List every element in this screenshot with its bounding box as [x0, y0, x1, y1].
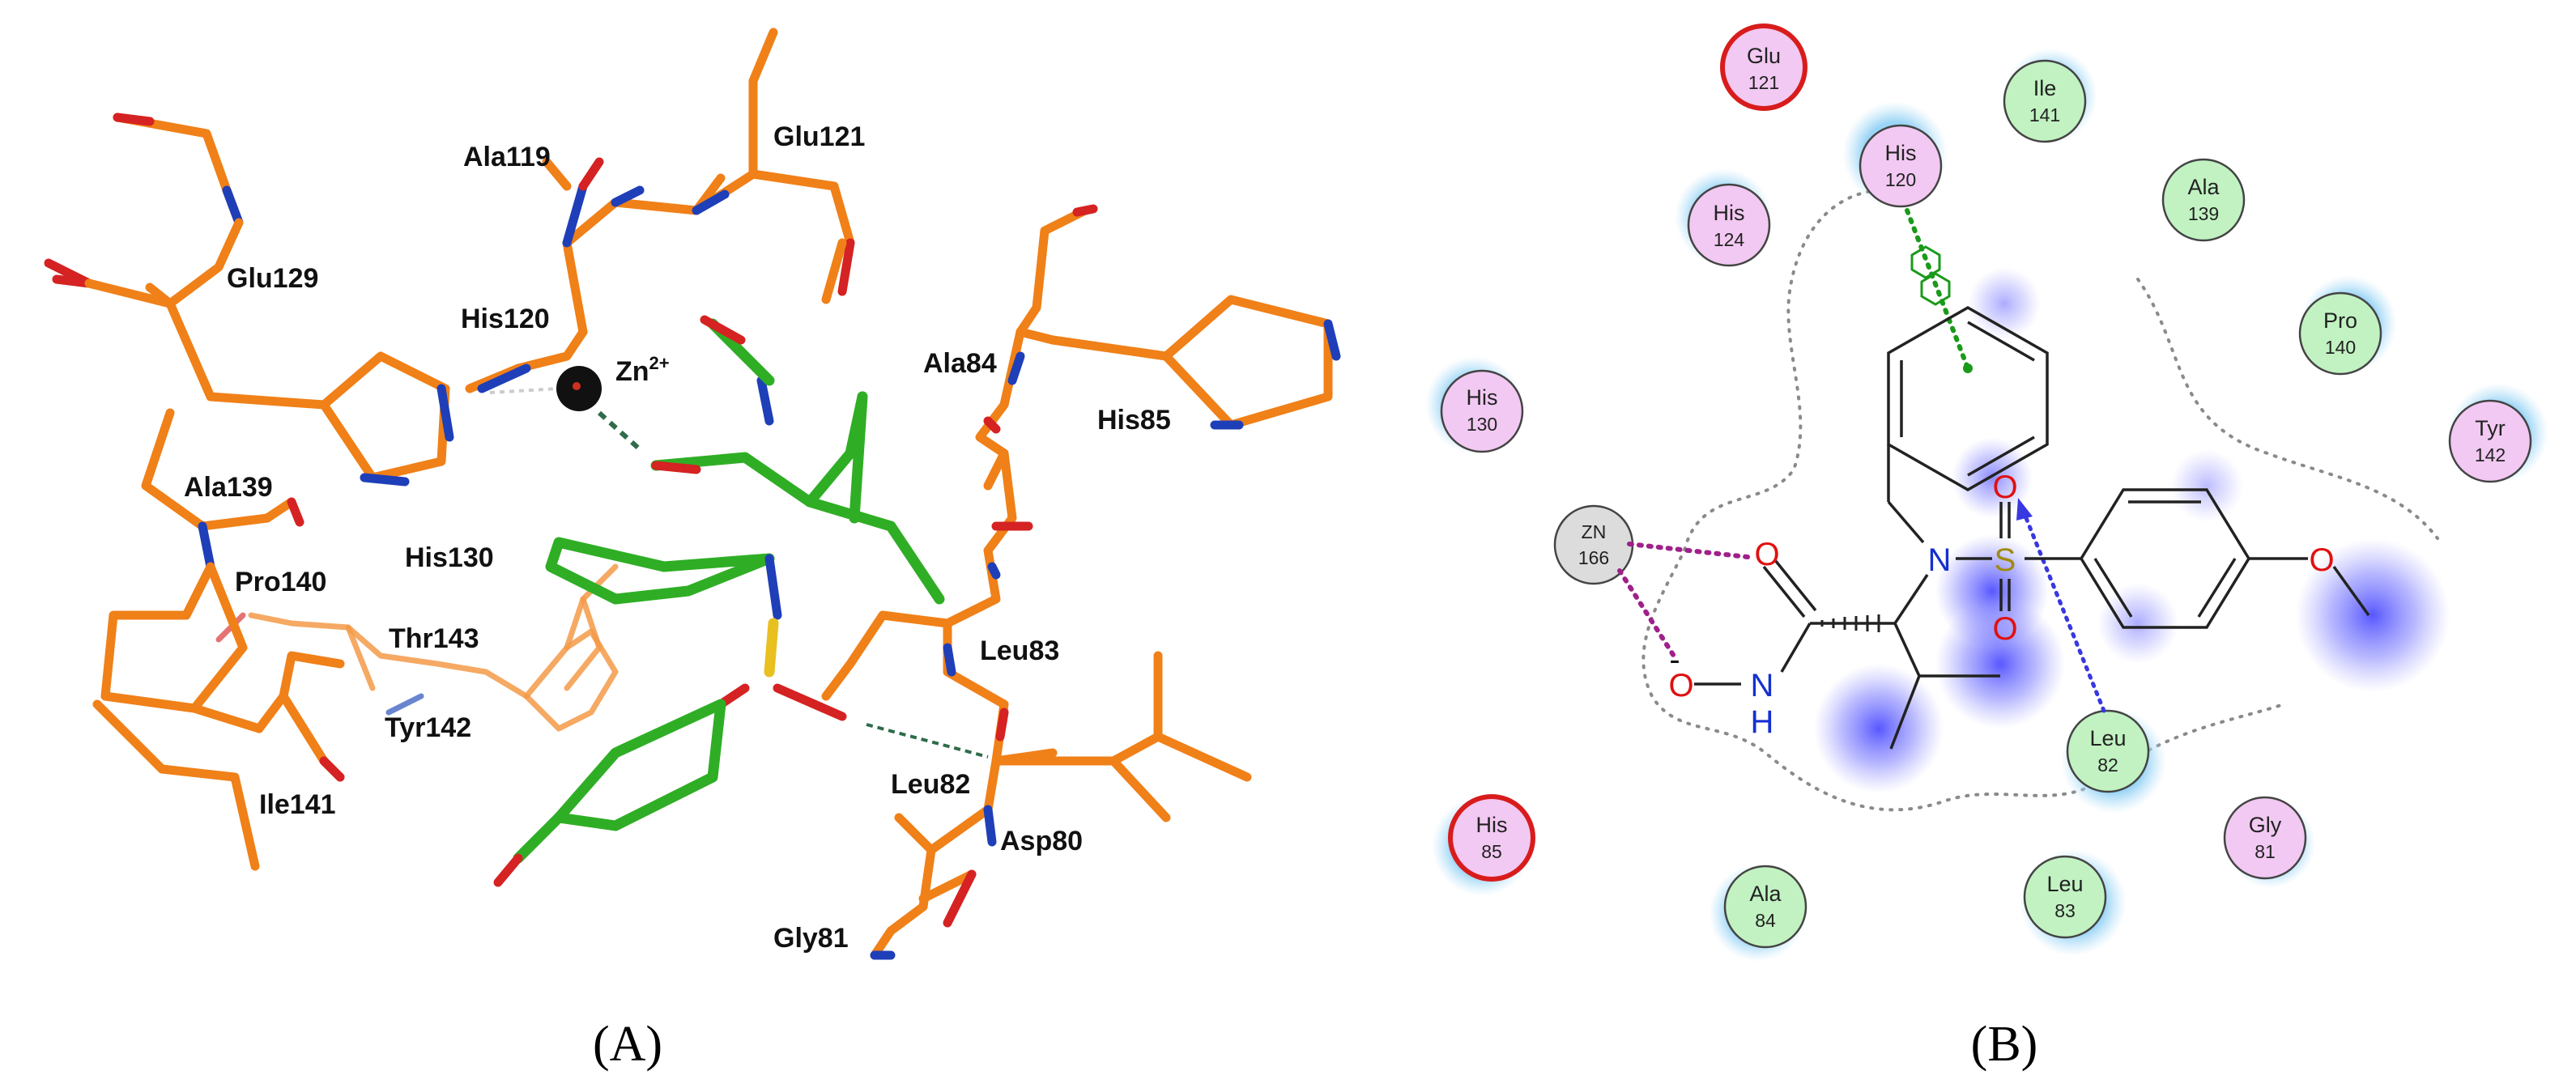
atom-o-carbonyl: O — [1754, 537, 1779, 572]
ring-centroid — [1963, 363, 1973, 373]
label-glu129: Glu129 — [227, 263, 318, 294]
svg-text:81: 81 — [2255, 841, 2276, 862]
svg-text:84: 84 — [1755, 910, 1776, 931]
exposure-blobs — [1814, 267, 2450, 793]
label-his120: His120 — [461, 304, 550, 334]
bubble-his120: His 120 — [1842, 101, 1948, 208]
svg-text:Ile: Ile — [2033, 76, 2057, 100]
svg-text:82: 82 — [2097, 754, 2118, 776]
metal-contact-line — [1617, 568, 1679, 662]
label-leu83: Leu83 — [980, 635, 1059, 666]
svg-text:85: 85 — [1481, 841, 1502, 862]
svg-text:139: 139 — [2188, 203, 2219, 224]
residue-ala84-sticks — [943, 327, 1033, 628]
svg-text:Ala: Ala — [1749, 882, 1782, 906]
label-thr143: Thr143 — [389, 623, 479, 654]
bubble-leu83: Leu 83 — [2020, 849, 2127, 956]
pi-stack-icon — [1910, 245, 1951, 306]
svg-text:124: 124 — [1714, 229, 1745, 250]
zn-ion — [489, 366, 642, 452]
label-ala139: Ala139 — [184, 472, 273, 503]
atom-o-sulfonyl-bottom: O — [1992, 611, 2017, 647]
residue-leu82-sticks — [821, 610, 1252, 822]
label-ile141: Ile141 — [259, 789, 336, 820]
ligand-structure: N S O O O O - N H O — [1668, 305, 2370, 750]
bubble-his85: His 85 — [1432, 794, 1535, 896]
panel-a-labels: Glu129 Ala119 Glu121 His120 Zn2+ Ala84 H… — [184, 121, 1171, 954]
svg-text:Glu: Glu — [1747, 44, 1781, 68]
bubble-ala139: Ala 139 — [2161, 158, 2246, 242]
bubble-ala84: Ala 84 — [1709, 865, 1807, 962]
label-pro140: Pro140 — [235, 567, 326, 597]
background-residues — [215, 563, 619, 732]
residue-ala139-sticks — [92, 408, 345, 871]
atom-o-hydroxamate: O — [1668, 668, 1693, 703]
residue-glu129-sticks — [44, 113, 454, 487]
label-ala84: Ala84 — [923, 348, 997, 379]
pi-stacking-line — [1905, 208, 1970, 371]
svg-text:ZN: ZN — [1582, 521, 1607, 542]
svg-text:141: 141 — [2029, 104, 2060, 125]
bubble-tyr142: Tyr 142 — [2448, 383, 2548, 483]
atom-o-methoxy: O — [2309, 542, 2334, 578]
svg-text:Ala: Ala — [2187, 175, 2220, 199]
svg-text:His: His — [1714, 201, 1745, 225]
svg-text:Tyr: Tyr — [2475, 416, 2506, 440]
residue-bubbles: Glu 121 Ile 141 His 120 His — [1425, 23, 2548, 962]
residue-asp80-sticks — [870, 756, 1001, 960]
svg-text:140: 140 — [2325, 337, 2356, 358]
svg-text:Leu: Leu — [2046, 872, 2083, 896]
interaction-lines — [1617, 208, 2106, 713]
svg-text:130: 130 — [1467, 414, 1497, 435]
label-tyr142: Tyr142 — [385, 712, 471, 743]
label-his130: His130 — [405, 542, 494, 573]
metal-contact-line — [1627, 542, 1750, 559]
label-gly81: Gly81 — [773, 923, 849, 954]
label-asp80: Asp80 — [1000, 826, 1083, 856]
svg-text:Pro: Pro — [2323, 308, 2357, 333]
bubble-ile141: Ile 141 — [2003, 49, 2097, 143]
svg-text:121: 121 — [1748, 72, 1779, 93]
bubble-zn166: ZN 166 — [1553, 504, 1634, 585]
svg-text:His: His — [1467, 385, 1498, 410]
label-zn: Zn2+ — [615, 353, 670, 387]
pocket-outline — [1641, 189, 2439, 812]
bubble-his124: His 124 — [1675, 168, 1772, 267]
bubble-his130: His 130 — [1425, 356, 1524, 453]
atom-s: S — [1995, 542, 2016, 578]
panel-b-diagram: Glu 121 Ile 141 His 120 His — [1425, 23, 2548, 1072]
svg-text:142: 142 — [2475, 444, 2506, 465]
ligand-sticks — [493, 315, 945, 887]
label-leu82: Leu82 — [891, 769, 970, 800]
residue-his85-sticks — [1015, 204, 1341, 430]
residue-his120-sticks — [465, 28, 855, 393]
svg-text:Gly: Gly — [2249, 813, 2282, 837]
bubble-leu82: Leu 82 — [2061, 708, 2166, 814]
svg-text:166: 166 — [1578, 547, 1609, 568]
bubble-gly81: Gly 81 — [2223, 796, 2315, 888]
panel-a-label: (A) — [593, 1017, 662, 1072]
svg-text:120: 120 — [1885, 169, 1916, 190]
svg-text:His: His — [1476, 813, 1508, 837]
panel-a-structure: Glu129 Ala119 Glu121 His120 Zn2+ Ala84 H… — [44, 28, 1341, 1072]
label-his85: His85 — [1097, 405, 1171, 436]
label-ala119: Ala119 — [463, 142, 551, 172]
atom-nh-n: N — [1751, 668, 1774, 703]
bubble-pro140: Pro 140 — [2298, 275, 2397, 376]
svg-text:83: 83 — [2054, 900, 2076, 921]
h-bond-line — [2022, 512, 2106, 713]
atom-o-sulfonyl-top: O — [1992, 470, 2017, 505]
bubble-glu121: Glu 121 — [1720, 23, 1807, 111]
panel-b-label: (B) — [1971, 1017, 2038, 1072]
atom-nh-h: H — [1751, 704, 1774, 740]
label-glu121: Glu121 — [773, 121, 865, 152]
atom-n: N — [1928, 542, 1952, 578]
atom-o-charge: - — [1669, 642, 1680, 678]
svg-text:Leu: Leu — [2089, 726, 2126, 750]
h-bond-arrowhead — [2016, 498, 2033, 521]
svg-text:His: His — [1885, 141, 1917, 165]
